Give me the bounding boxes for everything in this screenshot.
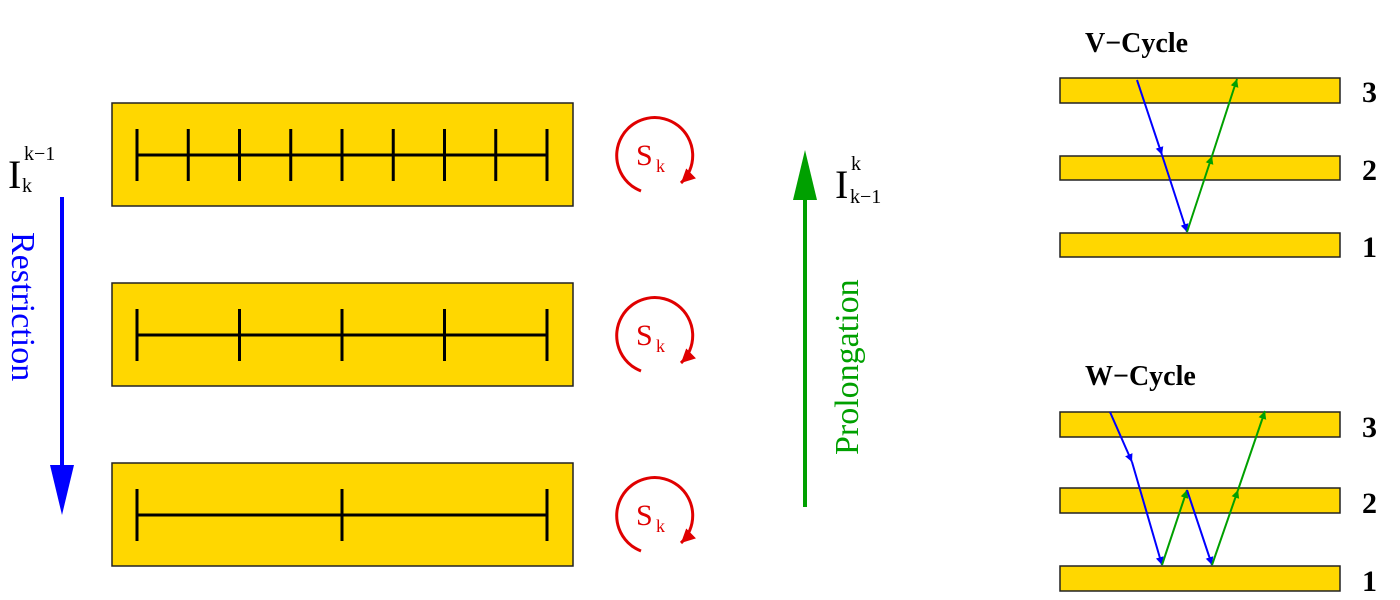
w-cycle-level-label: 2 [1362,487,1377,520]
restriction-operator-sup: k−1 [24,143,55,165]
v-cycle-arrows [1136,78,1239,233]
v-cycle-title: V−Cycle [1085,28,1188,59]
smoother-sub: k [656,156,665,176]
w-cycle-level-3 [1059,411,1341,438]
v-cycle-level-2 [1059,155,1341,181]
prolongation-operator-sup: k [851,153,861,175]
restriction-operator: I k−1 k [8,143,55,197]
v-cycle-level-label: 1 [1362,231,1377,264]
grid-level-2 [111,282,574,387]
smoother-symbol: S [636,139,653,172]
smoother-sub: k [656,336,665,356]
prolongation-arrowhead-icon [793,150,817,200]
prolongation-label: Prolongation [829,279,866,455]
v-cycle-level-label: 3 [1362,76,1377,109]
grid-level-1 [111,102,574,207]
grid-level-3 [111,462,574,567]
w-cycle-level-2 [1059,487,1341,514]
prolongation-operator: I k k−1 [835,153,881,208]
w-cycle-level-label: 1 [1362,565,1377,598]
w-cycle-title: W−Cycle [1085,361,1196,392]
v-cycle-level-3 [1059,77,1341,104]
restriction-operator-symbol: I [8,152,21,197]
w-cycle-level-1 [1059,565,1341,592]
v-cycle-level-1 [1059,232,1341,258]
restriction-label: Restriction [4,232,41,381]
restriction-operator-sub: k [22,175,32,197]
smoother-symbol: S [636,499,653,532]
w-cycle-level-label: 3 [1362,411,1377,444]
smoother-sub: k [656,516,665,536]
prolongation-operator-symbol: I [835,162,848,207]
restriction-arrowhead-icon [50,465,74,515]
smoother-symbol: S [636,319,653,352]
w-cycle-arrows [1109,410,1267,566]
prolongation-operator-sub: k−1 [850,186,881,208]
v-cycle-level-label: 2 [1362,154,1377,187]
